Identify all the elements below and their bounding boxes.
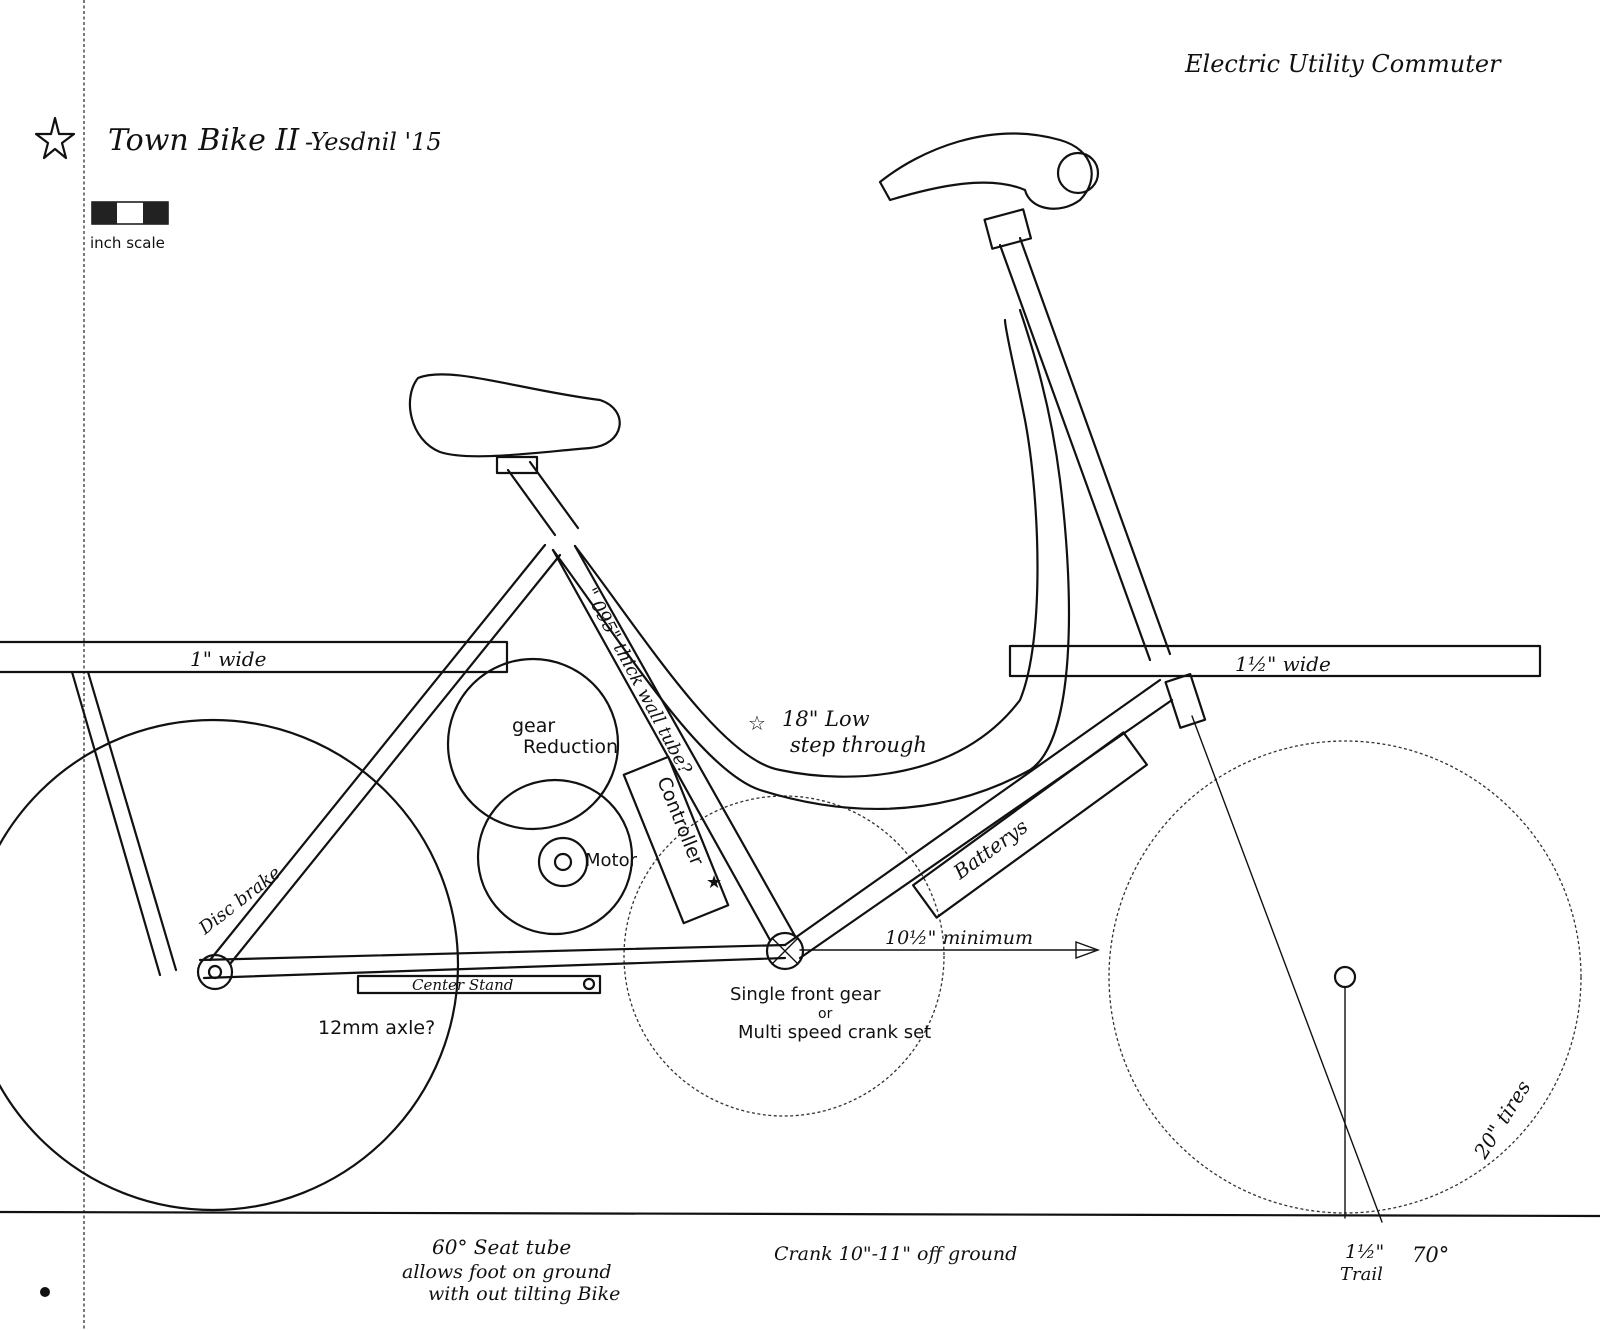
- trail-value: 1½": [1345, 1241, 1384, 1263]
- trail-label: Trail: [1340, 1264, 1383, 1285]
- center-stand-label: Center Stand: [412, 976, 513, 994]
- step-through-tube-outer: [551, 308, 1071, 811]
- chainring: [623, 795, 945, 1117]
- seatstay: [208, 543, 562, 966]
- seat-tube-note-2: allows foot on ground: [402, 1261, 612, 1283]
- stand-pivot: [582, 977, 596, 991]
- controller-star: ★: [706, 872, 722, 893]
- rack-strut: [70, 670, 178, 977]
- step-through-tube-inner: [573, 318, 1039, 778]
- head-angle-label: 70°: [1412, 1243, 1449, 1267]
- bar-end: [1056, 151, 1100, 195]
- front-rack-label: 1½" wide: [1235, 652, 1331, 676]
- crank-option-2: Multi speed crank set: [738, 1022, 931, 1043]
- disc-brake-label: Disc brake: [194, 862, 285, 939]
- stem-clamp: [983, 208, 1033, 250]
- seat-clamp: [495, 455, 539, 475]
- seat-tube-note-3: with out tilting Bike: [428, 1283, 620, 1305]
- bottom-bracket: [765, 931, 805, 971]
- axle-label: 12mm axle?: [318, 1017, 435, 1039]
- gear-label-2: Reduction: [523, 736, 618, 758]
- step-through-label-1: 18" Low: [782, 707, 870, 731]
- rear-wheel: [0, 718, 460, 1212]
- gear-reduction: [446, 657, 620, 831]
- front-hub: [1333, 965, 1357, 989]
- rear-rack: [0, 640, 509, 674]
- crank-option-1: Single front gear: [730, 984, 881, 1005]
- front-rack: [1008, 644, 1542, 678]
- handlebar: [878, 132, 1093, 210]
- gear-label-1: gear: [512, 715, 555, 737]
- motor-label: Motor: [585, 850, 638, 871]
- tire-size-label: 20" tires: [1468, 1076, 1535, 1163]
- saddle: [408, 373, 621, 458]
- rear-axle: [207, 964, 223, 980]
- crank-height-note: Crank 10"-11" off ground: [774, 1243, 1017, 1265]
- inch-scale-bar: [91, 201, 169, 225]
- battery-box: [911, 731, 1149, 919]
- step-star: ☆: [748, 711, 766, 735]
- center-stand: [356, 974, 602, 995]
- minimum-label: 10½" minimum: [885, 927, 1033, 949]
- seat-tube: [551, 544, 797, 942]
- rear-rack-label: 1" wide: [190, 647, 266, 671]
- bb-cross: [771, 937, 799, 965]
- arrow-head-icon: [1075, 941, 1101, 959]
- drawing-title: Town Bike II: [108, 123, 300, 158]
- star-icon: [34, 116, 76, 160]
- punch-dot: [40, 1287, 50, 1297]
- drawing-subtitle: Electric Utility Commuter: [1184, 50, 1502, 78]
- steering-axis: [1191, 715, 1383, 1223]
- scale-label: inch scale: [90, 234, 165, 252]
- chainstay: [198, 943, 787, 980]
- motor-shaft-outer: [537, 836, 589, 888]
- rear-dropout: [196, 953, 234, 991]
- motor-shaft: [553, 852, 573, 872]
- controller-box: [622, 755, 730, 925]
- head-tube: [998, 236, 1172, 662]
- seat-tube-note-1: 60° Seat tube: [432, 1235, 571, 1259]
- step-through-label-2: step through: [790, 733, 927, 757]
- crank-option-or: or: [818, 1006, 833, 1022]
- signature: -Yesdnil '15: [305, 128, 442, 156]
- fork-crown: [1164, 673, 1207, 729]
- motor: [476, 778, 634, 936]
- ground-line: [0, 1210, 1600, 1218]
